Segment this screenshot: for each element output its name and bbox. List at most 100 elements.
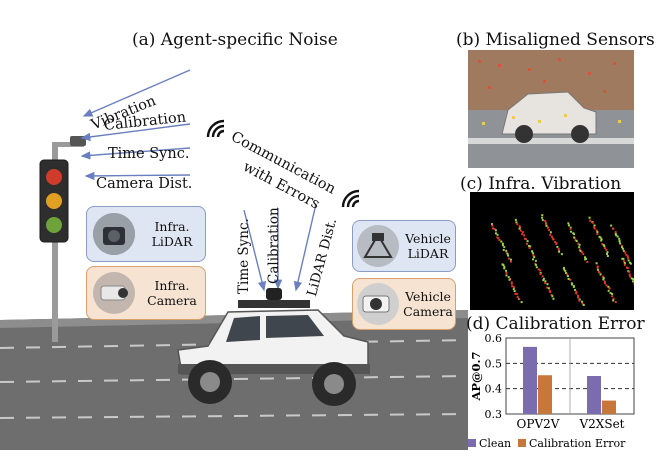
point-cloud-dot (518, 298, 521, 301)
point-cloud-dot (541, 275, 544, 278)
point-cloud-dot (532, 258, 535, 261)
point-cloud-dot (512, 288, 515, 291)
point-cloud-dot (490, 223, 493, 226)
point-cloud-dot (539, 272, 542, 275)
point-cloud-dot (549, 290, 552, 293)
point-cloud-dot (578, 299, 581, 302)
point-cloud-dot (518, 227, 521, 230)
point-cloud-dot (555, 242, 558, 245)
point-cloud-dot (554, 241, 557, 244)
point-cloud-dot (581, 300, 584, 303)
point-cloud-dot (601, 243, 604, 246)
point-cloud-dot (491, 224, 494, 227)
point-cloud-dot (578, 298, 581, 301)
point-cloud-dot (577, 296, 580, 299)
infra-lidar-label-1: Infra. (154, 219, 190, 234)
point-cloud-dot (588, 216, 591, 219)
point-cloud-dot (599, 236, 602, 239)
point-cloud-dot (511, 285, 514, 288)
point-cloud-dot (582, 253, 585, 256)
point-cloud-dot (614, 301, 617, 304)
point-cloud-dot (522, 234, 525, 237)
point-cloud-dot (505, 269, 508, 272)
point-cloud-dot (593, 226, 596, 229)
point-cloud-dot (603, 280, 606, 283)
point-cloud-dot (605, 248, 608, 251)
point-cloud-dot (547, 287, 550, 290)
label-camera-dist: Camera Dist. (96, 176, 193, 192)
lidar-photo-icon (93, 213, 135, 255)
point-cloud-dot (545, 223, 548, 226)
vehicle-camera-box: Vehicle Camera (352, 278, 456, 330)
point-cloud-dot (501, 244, 504, 247)
point-cloud-dot (608, 287, 611, 290)
point-cloud-dot (582, 303, 585, 306)
x-tick-label: V2XSet (579, 417, 625, 431)
point-cloud-dot (505, 271, 508, 274)
point-cloud-dot (614, 231, 617, 234)
point-cloud-dot (623, 261, 626, 264)
point-cloud-dot (534, 262, 537, 265)
point-cloud-dot (627, 256, 630, 259)
point-cloud-dot (627, 270, 630, 273)
point-cloud-dot (578, 243, 581, 246)
infra-lidar-label-2: LiDAR (151, 234, 193, 249)
point-cloud-dot (598, 235, 601, 238)
point-cloud-dot (542, 277, 545, 280)
point-cloud-dot (557, 247, 560, 250)
point-cloud-dot (503, 246, 506, 249)
point-cloud-dot (548, 229, 551, 232)
bar-clean (587, 376, 601, 414)
point-cloud-dot (544, 282, 547, 285)
point-cloud-dot (575, 290, 578, 293)
point-cloud-dot (602, 278, 605, 281)
point-cloud-dot (528, 246, 531, 249)
point-cloud-dot (575, 240, 578, 243)
point-cloud-dot (607, 285, 610, 288)
point-cloud-dot (575, 292, 578, 295)
point-cloud-dot (626, 267, 629, 270)
point-cloud-dot (578, 246, 581, 249)
point-cloud-dot (610, 224, 613, 227)
point-cloud-dot (512, 286, 515, 289)
point-cloud-dot (612, 297, 615, 300)
point-cloud-dot (501, 242, 504, 245)
bar-calibration-error (538, 375, 552, 414)
point-cloud-dot (602, 275, 605, 278)
point-cloud-dot (581, 251, 584, 254)
traffic-light-icon (39, 136, 86, 342)
point-cloud-dot (573, 236, 576, 239)
point-cloud-dot (537, 268, 540, 271)
point-cloud-dot (505, 274, 508, 277)
point-cloud-dot (569, 226, 572, 229)
point-cloud-dot (573, 233, 576, 236)
point-cloud-dot (632, 280, 634, 283)
point-cloud-dot (500, 240, 503, 243)
panel-b-title: (b) Misaligned Sensors (456, 30, 655, 50)
point-cloud-dot (563, 268, 566, 271)
point-cloud-dot (505, 251, 508, 254)
point-cloud-dot (571, 283, 574, 286)
point-cloud-dot (606, 255, 609, 258)
point-cloud-dot (510, 281, 513, 284)
point-cloud-dot (509, 260, 512, 263)
point-cloud-dot (544, 220, 547, 223)
vehicle-icon (177, 288, 370, 406)
panel-c-title: (c) Infra. Vibration (460, 174, 622, 194)
vehicle-lidar-photo-icon (357, 225, 399, 267)
point-cloud-dot (614, 233, 617, 236)
point-cloud-dot (630, 277, 633, 280)
point-cloud-dot (599, 273, 602, 276)
noise-arrows (80, 69, 317, 292)
point-cloud-dot (620, 246, 623, 249)
point-cloud-dot (611, 295, 614, 298)
point-cloud-dot (503, 265, 506, 268)
point-cloud-dot (532, 252, 535, 255)
point-cloud-dot (583, 256, 586, 259)
panel-a-title: (a) Agent-specific Noise (132, 30, 338, 50)
point-cloud-dot (506, 252, 509, 255)
point-cloud-dot (527, 244, 530, 247)
point-cloud-dot (598, 271, 601, 274)
